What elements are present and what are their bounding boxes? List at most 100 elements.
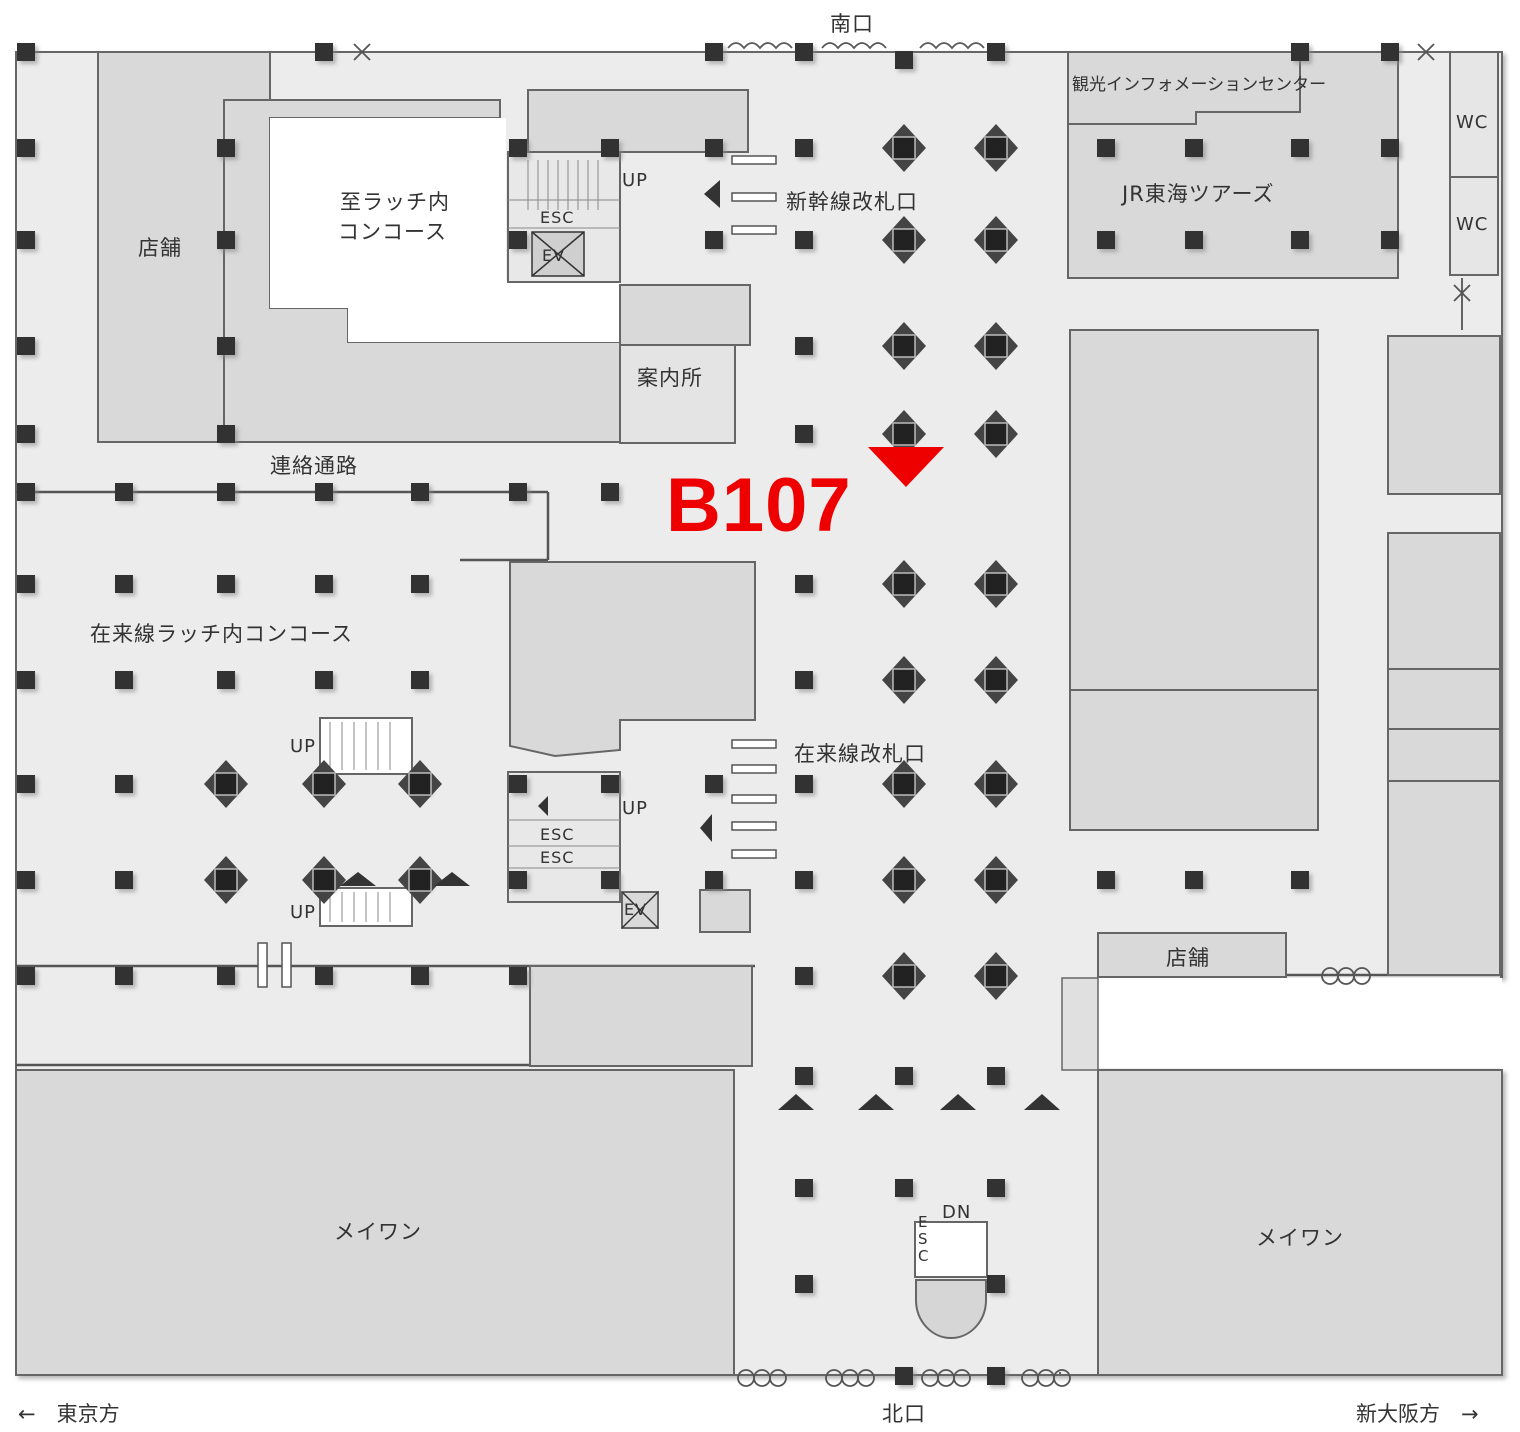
- pillar: [509, 967, 527, 985]
- location-marker-label: B107: [666, 463, 852, 548]
- label-passage: 連絡通路: [270, 454, 358, 478]
- label-shop-left: 店舗: [138, 236, 182, 260]
- pillar: [795, 575, 813, 593]
- room-tourist-jr: [1067, 51, 1399, 279]
- pillar: [115, 967, 133, 985]
- pillar: [1097, 139, 1115, 157]
- pillar-core: [892, 422, 916, 446]
- room-center-block: [509, 561, 756, 758]
- pillar: [795, 775, 813, 793]
- label-wc-2: WC: [1456, 214, 1489, 235]
- label-zairaisen-concourse: 在来線ラッチ内コンコース: [90, 622, 353, 646]
- location-marker-icon: [868, 447, 944, 487]
- pillar: [115, 575, 133, 593]
- pillar-core: [984, 228, 1008, 252]
- doors: [353, 42, 1471, 1387]
- label-south-exit: 南口: [830, 12, 874, 36]
- pillar-core: [892, 228, 916, 252]
- label-zairaisen-gate: 在来線改札口: [794, 742, 926, 766]
- pillar: [217, 967, 235, 985]
- pillar-core: [892, 964, 916, 988]
- label-info-desk: 案内所: [637, 366, 703, 390]
- label-ev-low: EV: [624, 900, 648, 919]
- pillar: [217, 231, 235, 249]
- pillar: [795, 425, 813, 443]
- pillar-core: [312, 772, 336, 796]
- pillar: [17, 483, 35, 501]
- pillar: [411, 671, 429, 689]
- pillar-core: [892, 334, 916, 358]
- pillar: [987, 43, 1005, 61]
- label-meiwan-right: メイワン: [1256, 1226, 1344, 1250]
- pillar: [795, 1067, 813, 1085]
- pillar: [705, 775, 723, 793]
- pillar-core: [984, 572, 1008, 596]
- pillar-core: [892, 868, 916, 892]
- pillar: [17, 139, 35, 157]
- pillar: [987, 1367, 1005, 1385]
- pillar: [17, 43, 35, 61]
- pillar: [217, 139, 235, 157]
- label-wc-1: WC: [1456, 112, 1489, 133]
- pillar: [1185, 139, 1203, 157]
- gate-arrows: [538, 180, 720, 842]
- pillar: [895, 1179, 913, 1197]
- elevator-icon: [531, 231, 659, 929]
- room-shop-right: [1097, 932, 1287, 978]
- pillar-core: [984, 136, 1008, 160]
- label-ev-top: EV: [542, 246, 566, 265]
- label-esc-vertical: ESC: [918, 1213, 930, 1265]
- pillar: [217, 425, 235, 443]
- pillar: [601, 139, 619, 157]
- pillar: [987, 1067, 1005, 1085]
- pillar: [115, 483, 133, 501]
- gate-bars: [257, 155, 777, 988]
- pillar: [509, 139, 527, 157]
- label-up-low: UP: [290, 902, 317, 923]
- rooms: [15, 51, 1503, 1376]
- pillar: [217, 483, 235, 501]
- label-north-exit: 北口: [882, 1402, 926, 1426]
- diamond-pillars: [204, 124, 1018, 1000]
- pillar: [17, 671, 35, 689]
- pillar: [795, 231, 813, 249]
- pillar: [1097, 871, 1115, 889]
- pillar-core: [214, 868, 238, 892]
- pillar: [115, 671, 133, 689]
- pillar: [1097, 231, 1115, 249]
- pillar: [895, 1067, 913, 1085]
- pillar: [17, 775, 35, 793]
- pillar-core: [892, 772, 916, 796]
- pillar: [601, 871, 619, 889]
- pillar: [17, 337, 35, 355]
- pillar: [705, 43, 723, 61]
- pillar: [987, 1179, 1005, 1197]
- pillar: [217, 671, 235, 689]
- pillar: [795, 43, 813, 61]
- pillar-core: [214, 772, 238, 796]
- pillar: [1291, 139, 1309, 157]
- pillar: [411, 967, 429, 985]
- pillar: [411, 483, 429, 501]
- direction-shin-osaka: 新大阪方 →: [1356, 1402, 1479, 1426]
- escalator-treads: [329, 160, 620, 922]
- pillar: [509, 871, 527, 889]
- label-esc-top: ESC: [540, 208, 575, 227]
- pillar: [795, 967, 813, 985]
- pillar: [795, 871, 813, 889]
- label-tourist-info: 観光インフォメーションセンター: [1072, 75, 1327, 95]
- pillar: [1381, 43, 1399, 61]
- pillar: [17, 575, 35, 593]
- label-up-mid-1: UP: [290, 736, 317, 757]
- pillar: [411, 575, 429, 593]
- pillar: [17, 425, 35, 443]
- pillar: [1381, 231, 1399, 249]
- label-up-top: UP: [622, 170, 649, 191]
- pillar-core: [984, 964, 1008, 988]
- pillar-core: [984, 334, 1008, 358]
- label-shop-right: 店舗: [1166, 946, 1210, 970]
- pillar: [705, 139, 723, 157]
- label-concourse-to-2: コンコース: [338, 220, 447, 244]
- pillar: [217, 575, 235, 593]
